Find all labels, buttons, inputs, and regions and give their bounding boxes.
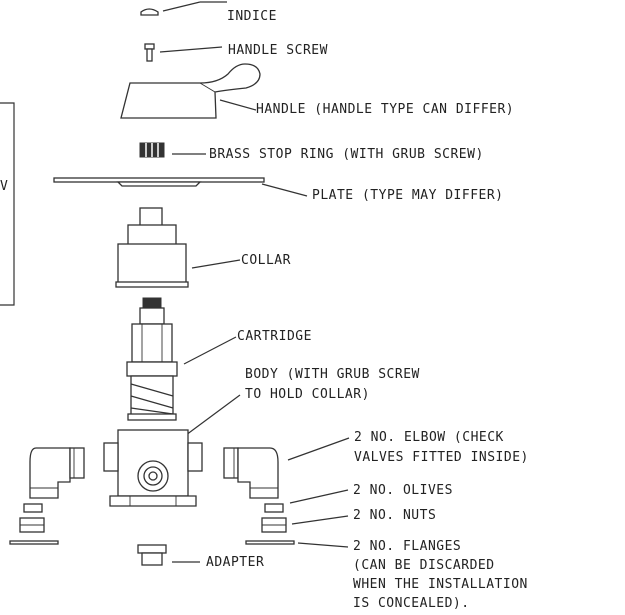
indice-leader: [162, 1, 227, 12]
plate-leader: [261, 183, 308, 197]
handle-leader: [219, 99, 257, 111]
collar-label: COLLAR: [241, 253, 291, 268]
indice-label: INDICE: [227, 9, 277, 24]
right-flange-part: [245, 540, 295, 545]
left-elbow-part: [29, 447, 85, 499]
left-nut-part: [19, 517, 45, 533]
adapter-part: [137, 544, 167, 566]
side-box: [0, 102, 15, 306]
elbow-leader: [287, 437, 350, 461]
body-label-line1: BODY (WITH GRUB SCREW: [245, 367, 420, 382]
plate-label: PLATE (TYPE MAY DIFFER): [312, 188, 504, 203]
flanges-label-line3: WHEN THE INSTALLATION: [353, 577, 528, 592]
right-elbow-part: [223, 447, 279, 499]
collar-leader: [191, 259, 241, 269]
side-fragment-text: V: [0, 179, 8, 194]
flanges-label-line4: IS CONCEALED).: [353, 596, 470, 611]
adapter-label: ADAPTER: [206, 555, 264, 570]
cartridge-label: CARTRIDGE: [237, 329, 312, 344]
brass-ring-label: BRASS STOP RING (WITH GRUB SCREW): [209, 147, 484, 162]
olives-leader: [289, 489, 349, 504]
left-flange-part: [9, 540, 59, 545]
elbow-label-line1: 2 NO. ELBOW (CHECK: [354, 430, 504, 445]
elbow-label-line2: VALVES FITTED INSIDE): [354, 450, 529, 465]
indice-part: [140, 8, 159, 16]
brass-stop-ring-part: [139, 142, 165, 158]
right-olive-part: [264, 503, 284, 513]
body-leader: [181, 394, 241, 439]
handle-label: HANDLE (HANDLE TYPE CAN DIFFER): [256, 102, 514, 117]
body-part: [103, 429, 203, 507]
flanges-leader: [297, 542, 349, 548]
cartridge-part: [126, 297, 178, 421]
nuts-leader: [291, 515, 349, 525]
body-label-line2: TO HOLD COLLAR): [245, 387, 370, 402]
flanges-label-line2: (CAN BE DISCARDED: [353, 558, 495, 573]
handle-screw-part: [144, 43, 155, 62]
plate-part: [53, 177, 265, 187]
handle-screw-leader: [159, 46, 223, 53]
left-olive-part: [23, 503, 43, 513]
handle-screw-label: HANDLE SCREW: [228, 43, 328, 58]
right-nut-part: [261, 517, 287, 533]
collar-part: [115, 207, 189, 288]
nuts-label: 2 NO. NUTS: [353, 508, 436, 523]
cartridge-leader: [183, 336, 237, 365]
olives-label: 2 NO. OLIVES: [353, 483, 453, 498]
flanges-label-line1: 2 NO. FLANGES: [353, 539, 461, 554]
handle-part: [120, 63, 261, 119]
